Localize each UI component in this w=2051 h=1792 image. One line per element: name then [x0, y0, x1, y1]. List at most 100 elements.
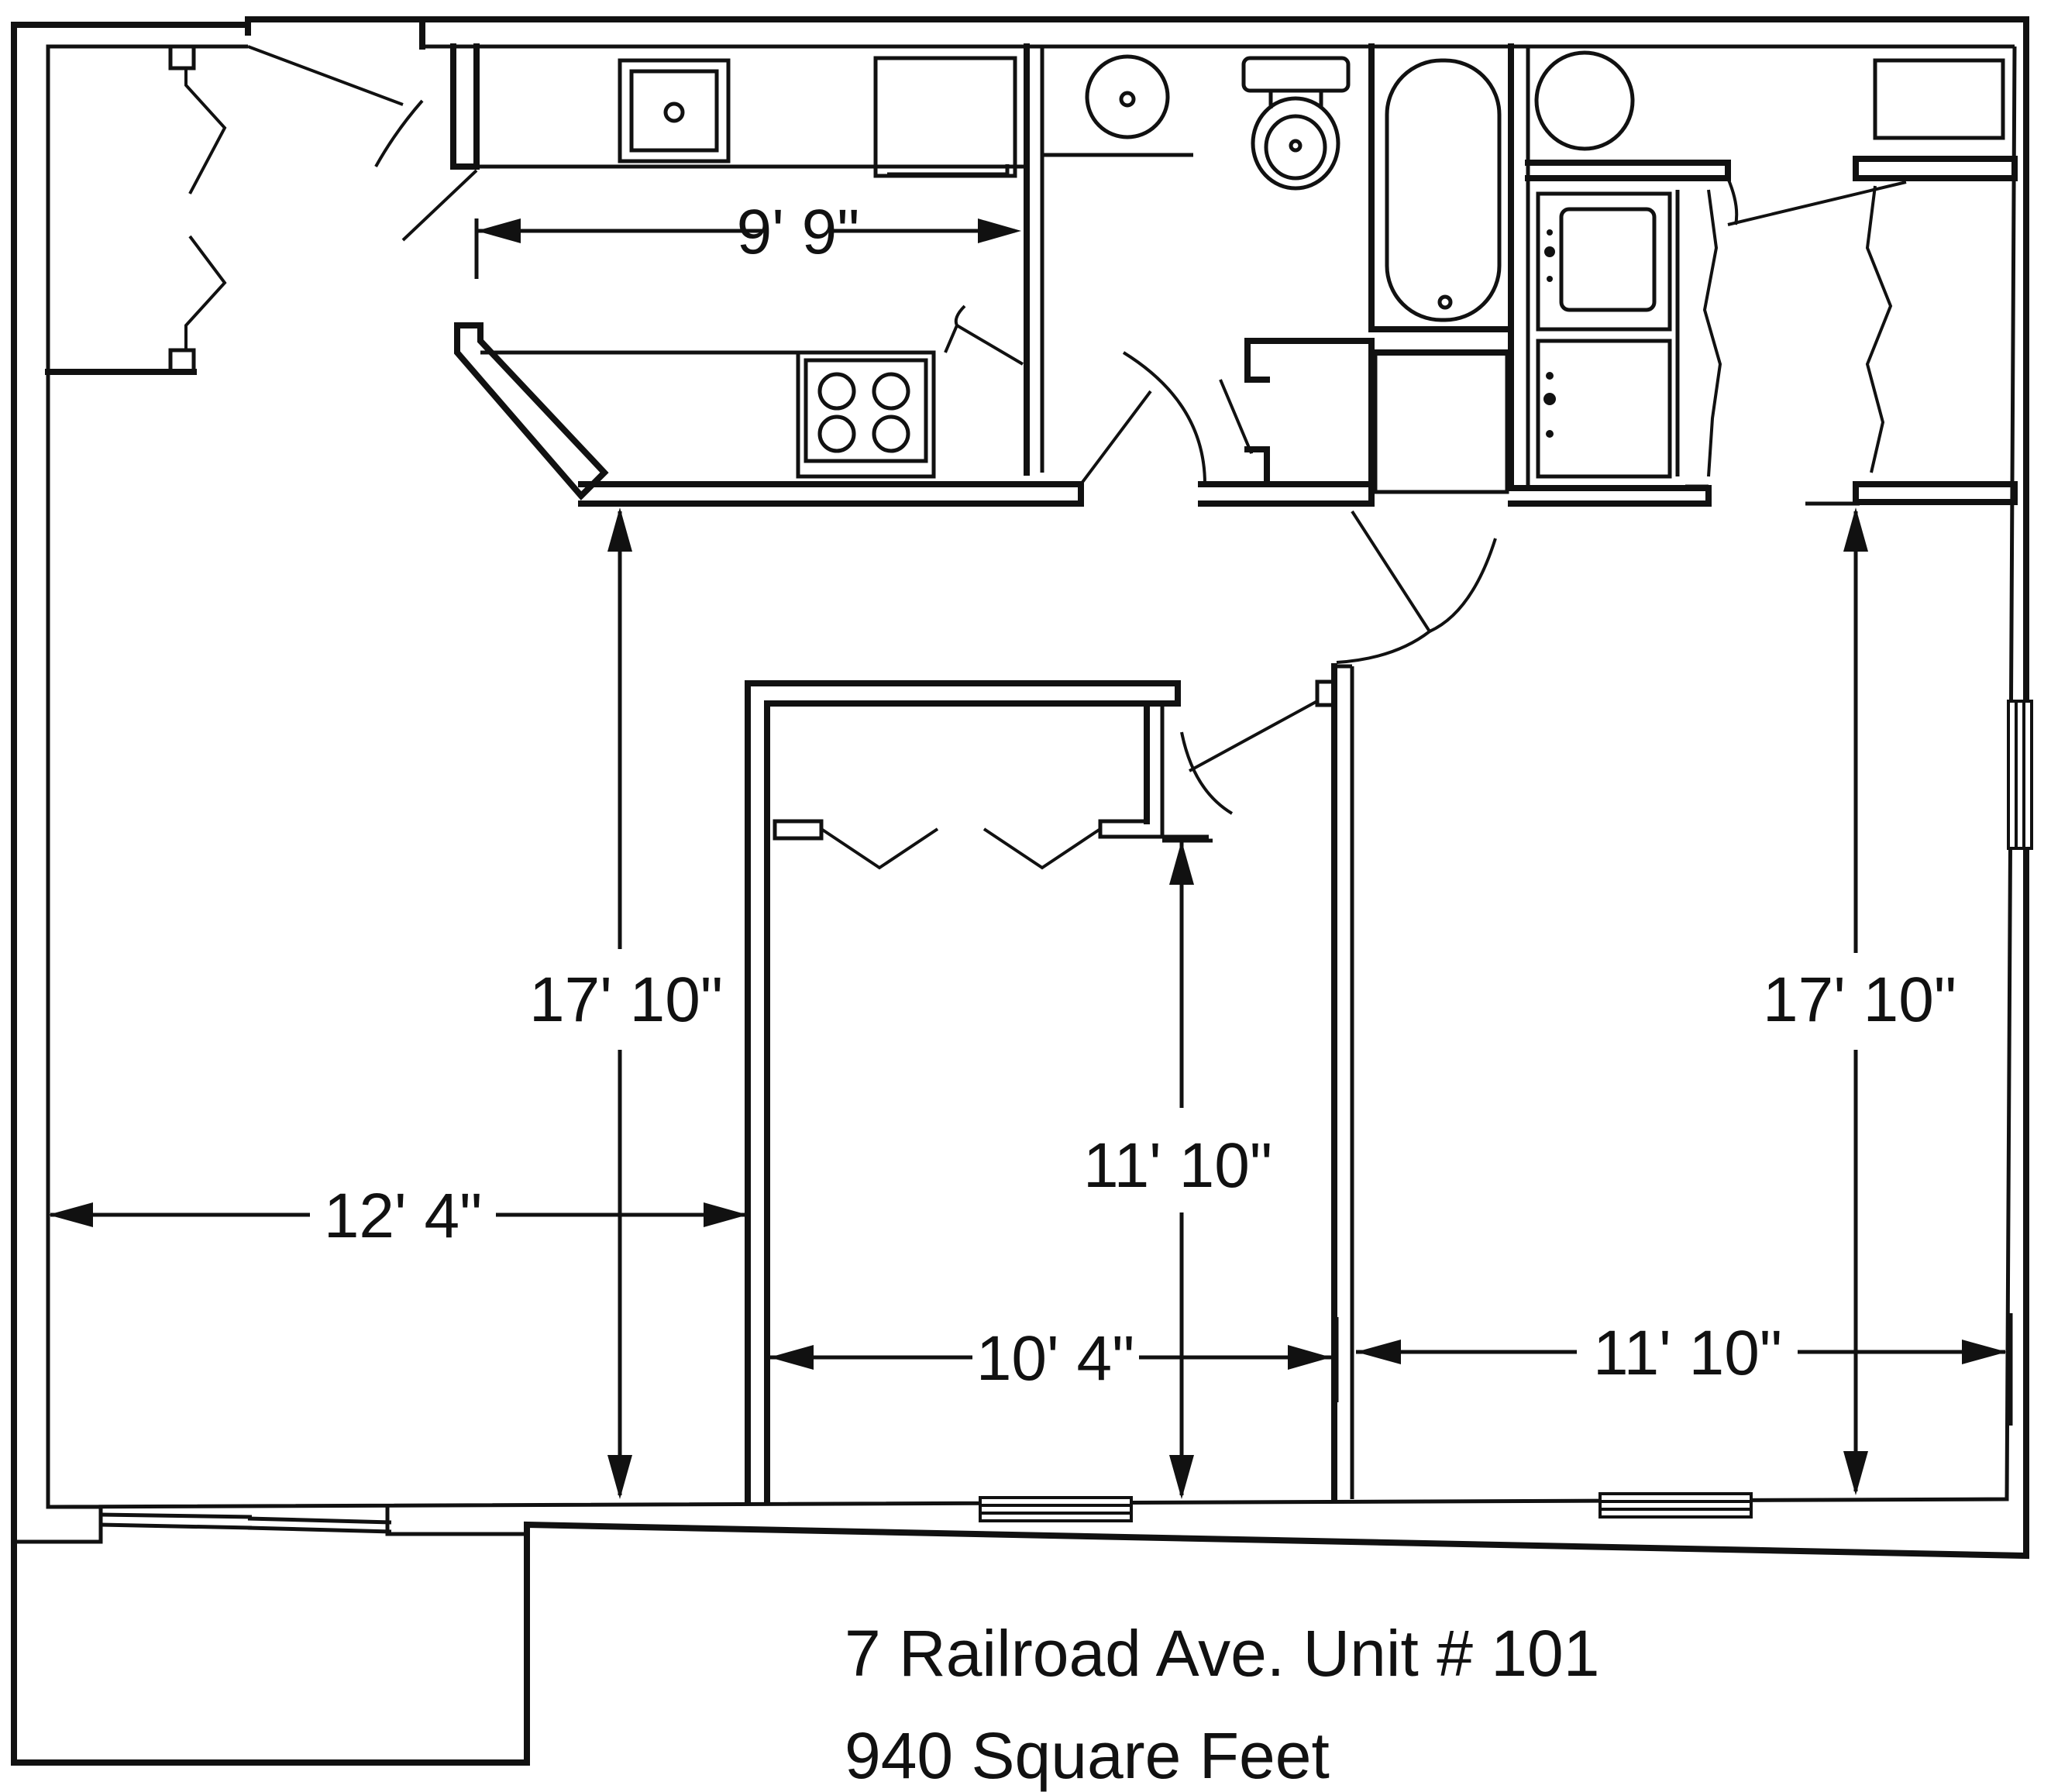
- washer: [1536, 339, 1672, 479]
- bedroom1-closet-jamb: [1098, 703, 1165, 839]
- unit-address: 7 Railroad Ave. Unit # 101: [845, 1617, 1600, 1690]
- burner: [817, 372, 856, 411]
- linen-jamb: [1244, 446, 1270, 487]
- bedroom2-door-leaf: [1351, 510, 1431, 633]
- arrow: [704, 1202, 748, 1227]
- closet-door-swing: [1726, 177, 1739, 225]
- laundry: [1508, 50, 1731, 507]
- arrow: [1288, 1345, 1331, 1370]
- range: [796, 350, 936, 479]
- burner: [817, 414, 856, 453]
- closet-bifold-door: [1865, 185, 1893, 473]
- washer-knob: [1546, 372, 1554, 380]
- bath-door-swing: [1122, 351, 1206, 485]
- counter-end: [450, 43, 480, 170]
- washer-knob: [1546, 430, 1554, 438]
- laundry-shelf: [1525, 160, 1731, 181]
- kitchen-wall: [578, 481, 1084, 507]
- label-kitchen-width: 9' 9": [737, 197, 860, 267]
- kitchen: [450, 43, 1084, 507]
- patio-door-jamb: [14, 1505, 103, 1544]
- linen-jamb: [1244, 338, 1270, 383]
- arrow: [477, 218, 521, 243]
- closet-bifold-door: [184, 235, 227, 349]
- vanity-drain: [1119, 91, 1136, 108]
- closet-jamb: [168, 44, 196, 71]
- pantry-door-swing: [954, 304, 966, 326]
- dimension-lines: [48, 218, 2013, 1499]
- water-heater: [1534, 50, 1635, 151]
- patio-outline: [11, 1527, 530, 1766]
- bedroom2-door-swing: [1336, 630, 1431, 664]
- hall-wall: [1198, 481, 1375, 507]
- laundry-bifold-door: [1702, 189, 1722, 477]
- laundry-wall: [1508, 485, 1712, 507]
- toilet-bowl: [1251, 96, 1340, 191]
- dryer-knob: [1547, 229, 1553, 236]
- dim-bedroom2-height: [1813, 501, 1860, 1491]
- window-bedroom2: [1598, 1492, 1753, 1519]
- arrow: [1843, 1451, 1868, 1495]
- closet-door: [1727, 181, 1907, 226]
- bathroom: [1042, 43, 1530, 507]
- refrigerator: [873, 56, 1017, 178]
- bedroom2-closet: [1685, 58, 2018, 506]
- patio: [11, 1505, 530, 1766]
- bedroom-divider: [1331, 663, 1354, 1502]
- dryer: [1536, 191, 1672, 332]
- bedroom1-wall-left: [745, 680, 1181, 1502]
- dimension-labels: 9' 9" 17' 10" 12' 4" 11' 10" 10' 4" 17' …: [324, 197, 1956, 1394]
- sink: [618, 58, 731, 163]
- arrow: [1169, 1455, 1194, 1499]
- toilet-drain: [1289, 139, 1303, 153]
- closet-jamb: [168, 348, 196, 374]
- patio-slider: [100, 1512, 253, 1530]
- closet-wall: [1853, 156, 2018, 181]
- burner: [872, 414, 910, 453]
- vanity-sink: [1085, 54, 1170, 139]
- entry-closet: [45, 44, 227, 375]
- sink-basin: [629, 69, 719, 153]
- arrow: [1356, 1340, 1401, 1364]
- arrow: [978, 218, 1021, 243]
- range-top: [804, 358, 928, 463]
- closet-jamb: [773, 819, 824, 841]
- dryer-knob: [1547, 276, 1553, 282]
- windows: [979, 700, 2033, 1522]
- label-living-height: 17' 10": [529, 965, 723, 1035]
- label-bedroom1-height: 11' 10": [1083, 1130, 1272, 1201]
- closet-bifold-door: [820, 827, 939, 870]
- arrow: [1169, 841, 1194, 885]
- arrow: [607, 507, 632, 552]
- arrow: [1962, 1340, 2007, 1364]
- closet-bifold-door: [184, 68, 227, 194]
- dryer-knob: [1544, 246, 1555, 257]
- arrow: [48, 1202, 93, 1227]
- window-pane: [1600, 1500, 1751, 1511]
- linen-shelf: [1373, 353, 1509, 494]
- linen-door: [1219, 379, 1253, 454]
- pantry-door: [944, 323, 1024, 366]
- angled-counter: [454, 322, 609, 500]
- window-bedroom1: [979, 1496, 1133, 1522]
- closet-shelf-box: [1873, 58, 2005, 140]
- front-door: [247, 45, 478, 242]
- entry-wall: [245, 16, 425, 50]
- label-living-width: 12' 4": [324, 1181, 482, 1251]
- front-door-swing: [374, 99, 424, 167]
- refrigerator-door: [887, 164, 1010, 177]
- burner: [872, 372, 910, 411]
- bath-door-leaf: [1079, 390, 1152, 486]
- arrow: [607, 1455, 632, 1499]
- bedroom1-door-leaf: [1189, 700, 1318, 772]
- bath-door: [1079, 351, 1206, 486]
- patio-slider: [247, 1516, 392, 1534]
- bathtub: [1385, 58, 1502, 322]
- exterior-wall-inner: [46, 44, 2017, 1509]
- label-bedroom1-width: 10' 4": [976, 1323, 1134, 1394]
- bedroom1: [745, 679, 1337, 1502]
- sink-drain: [663, 101, 685, 123]
- label-bedroom2-width: 11' 10": [1593, 1318, 1782, 1388]
- window-pane: [980, 1504, 1131, 1515]
